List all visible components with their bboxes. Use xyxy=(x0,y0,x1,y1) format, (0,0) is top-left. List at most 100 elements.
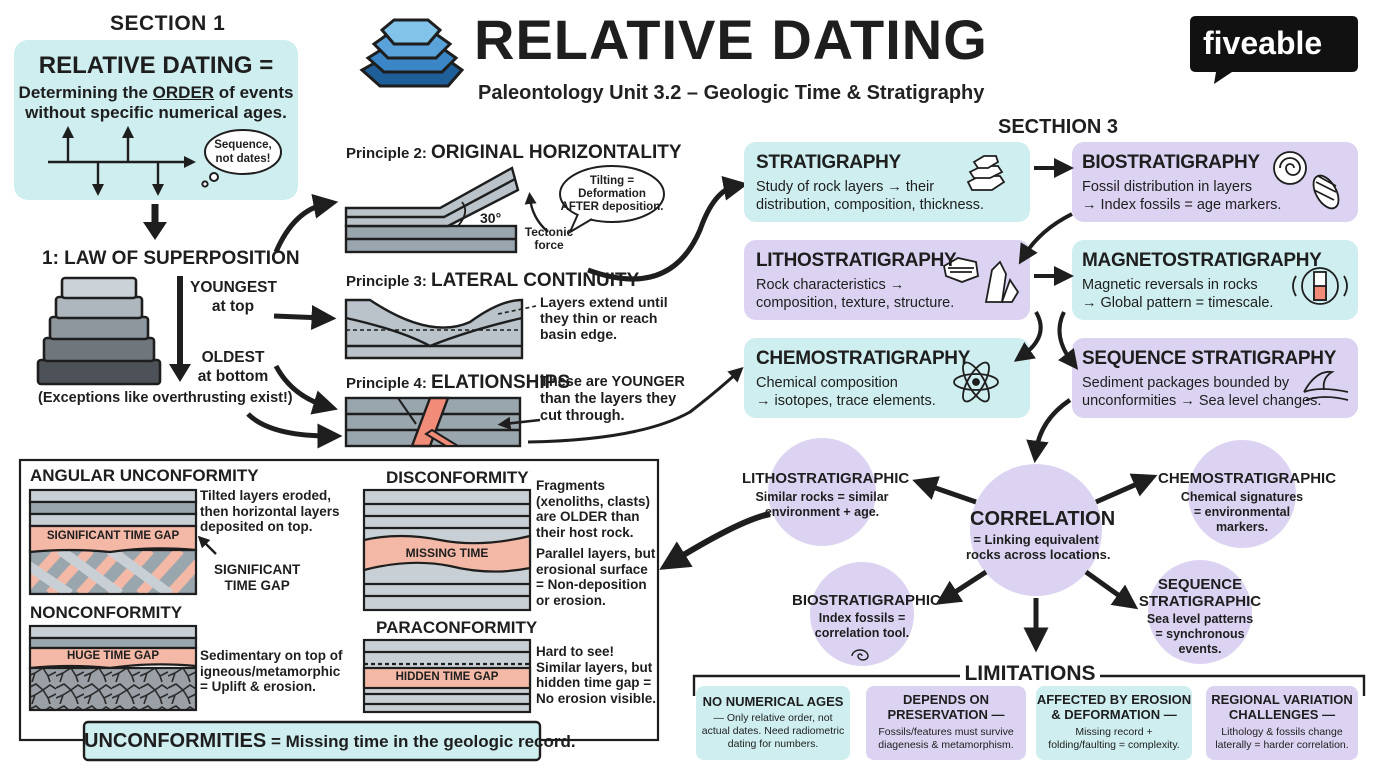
card-desc: Fossil distribution in layers→ Index fos… xyxy=(1082,179,1282,213)
unconformities-summary: UNCONFORMITIES = Missing time in the geo… xyxy=(84,730,576,752)
definition-emphasis: ORDER xyxy=(152,83,215,102)
nonconformity-gap-label: HUGE TIME GAP xyxy=(66,650,159,662)
superposition-exception: (Exceptions like overthrusting exist!) xyxy=(38,390,293,406)
limitations-title: LIMITATIONS xyxy=(960,662,1100,686)
limitations-bracket xyxy=(692,674,1366,696)
definition-line2: without specific numerical ages. xyxy=(25,103,287,122)
chemo-correlation-title: CHEMOSTRATIGRAPHIC xyxy=(1158,470,1337,487)
strata-icon xyxy=(966,155,1006,191)
card-stratigraphy[interactable]: STRATIGRAPHY Study of rock layers → thei… xyxy=(744,142,1030,222)
arrow-to-unconformities-icon xyxy=(659,511,771,570)
horizontality-diagram xyxy=(344,166,549,254)
brand-badge xyxy=(1190,16,1358,84)
card-title: STRATIGRAPHY xyxy=(756,152,901,173)
bubble-text: Sequence,not dates! xyxy=(214,139,272,165)
arrow-to-p3-icon xyxy=(273,305,337,330)
page-subtitle: Paleontology Unit 3.2 – Geologic Time & … xyxy=(478,82,985,104)
section1-label: SECTION 1 xyxy=(110,12,226,35)
card-desc: Magnetic reversals in rocks→ Global patt… xyxy=(1082,277,1274,311)
fragments-note: Fragments(xenoliths, clasts)are OLDER th… xyxy=(536,478,651,540)
arrow-to-stratigraphy-icon xyxy=(587,175,749,282)
card-title: CHEMOSTRATIGRAPHY xyxy=(756,348,971,369)
crystals-icon xyxy=(942,257,1020,303)
angular-unconformity-diagram xyxy=(28,488,198,596)
card-magnetostratigraphy[interactable]: MAGNETOSTRATIGRAPHY Magnetic reversals i… xyxy=(1072,240,1358,320)
paraconformity-title: PARACONFORMITY xyxy=(376,618,538,637)
card-desc: Chemical composition→ isotopes, trace el… xyxy=(756,375,936,409)
definition-title: RELATIVE DATING = xyxy=(38,52,274,79)
page-title: RELATIVE DATING xyxy=(474,8,988,71)
timeline-icon xyxy=(48,126,196,196)
magnet-icon xyxy=(1292,267,1348,305)
card-title: MAGNETOSTRATIGRAPHY xyxy=(1082,250,1322,271)
wave-icon xyxy=(1303,370,1349,401)
card-title: BIOSTRATIGRAPHY xyxy=(1082,152,1260,173)
arrow-to-p4b-icon xyxy=(246,412,343,449)
correlation-title: CORRELATION xyxy=(970,508,1116,530)
card-lithostratigraphy[interactable]: LITHOSTRATIGRAPHY Rock characteristics →… xyxy=(744,240,1030,320)
limitation-item: AFFECTED BY EROSION& DEFORMATION — Missi… xyxy=(1036,692,1192,751)
atom-icon xyxy=(953,361,999,403)
ammonite-trilobite-icon xyxy=(1273,151,1340,210)
superposition-title: 1: LAW OF SUPERPOSITION xyxy=(42,248,300,269)
brand-logo[interactable]: fiveable xyxy=(1203,25,1323,61)
limitation-item: NO NUMERICAL AGES — Only relative order,… xyxy=(701,694,845,750)
card-title: LITHOSTRATIGRAPHY xyxy=(756,250,957,271)
definition-line1: Determining the ORDER of events xyxy=(18,83,294,102)
correlation-circle xyxy=(970,464,1102,596)
paraconformity-diagram xyxy=(362,638,532,714)
lateral-continuity-diagram xyxy=(344,298,537,360)
card-chemostratigraphy[interactable]: CHEMOSTRATIGRAPHY Chemical composition→ … xyxy=(744,338,1030,418)
section3-label: SECTHION 3 xyxy=(998,116,1119,138)
litho-correlation-title: LITHOSTRATIGRAPHIC xyxy=(742,470,910,487)
disconformity-gap-label: MISSING TIME xyxy=(405,546,489,560)
unconformities-footer xyxy=(82,720,542,762)
angle-label: 30° xyxy=(480,210,502,226)
principle2-title: Principle 2: ORIGINAL HORIZONTALITY xyxy=(346,142,682,163)
disconformity-title: DISCONFORMITY xyxy=(386,468,529,487)
crosscutting-diagram xyxy=(344,396,522,448)
card-desc: Rock characteristics →composition, textu… xyxy=(756,277,955,311)
card-title: SEQUENCE STRATIGRAPHY xyxy=(1082,348,1337,369)
nonconformity-diagram xyxy=(28,624,198,712)
tilting-bubble xyxy=(559,165,665,235)
bio-correlation-title: BIOSTRATIGRAPHIC xyxy=(792,592,941,609)
card-biostratigraphy[interactable]: BIOSTRATIGRAPHY Fossil distribution in l… xyxy=(1072,142,1358,222)
logo-strata-icon xyxy=(359,18,465,88)
ammonite-icon xyxy=(851,649,869,661)
angular-title: ANGULAR UNCONFORMITY xyxy=(30,466,259,485)
bio-correlation-desc: Index fossils =correlation tool. xyxy=(814,611,910,640)
card-sequence-stratigraphy[interactable]: SEQUENCE STRATIGRAPHY Sediment packages … xyxy=(1072,338,1358,418)
principle4-title: Principle 4: ELATIONSHIPS xyxy=(346,372,571,393)
paraconformity-gap-label: HIDDEN TIME GAP xyxy=(395,671,499,683)
disconformity-diagram xyxy=(362,488,532,612)
nonconformity-title: NONCONFORMITY xyxy=(30,603,183,622)
thought-bubble xyxy=(201,129,282,188)
arrow-to-chemo-icon xyxy=(527,366,744,444)
arrow-to-p4-icon xyxy=(273,364,338,415)
arrow-to-p2-icon xyxy=(273,194,339,253)
superposition-stack-icon xyxy=(36,276,162,386)
principle3-title: Principle 3: LATERAL CONTINUITY xyxy=(346,270,640,291)
angular-gap-label: SIGNIFICANT TIME GAP xyxy=(46,530,180,542)
